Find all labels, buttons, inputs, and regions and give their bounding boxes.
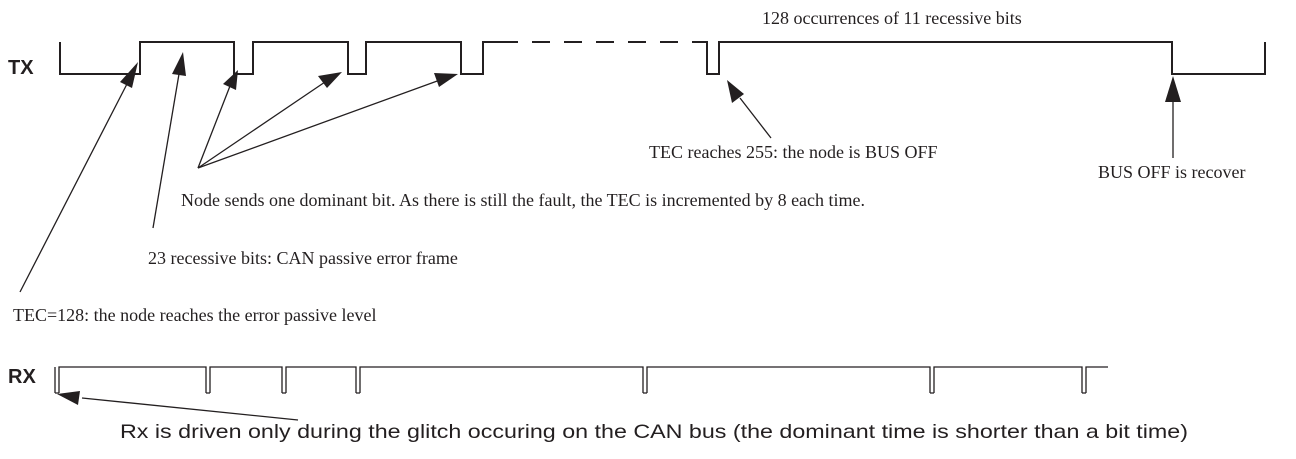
arrow-bus-off-recover [1165,76,1181,158]
annotation-tec-255: TEC reaches 255: the node is BUS OFF [649,142,937,162]
annotation-rx-driven: Rx is driven only during the glitch occu… [120,421,1188,443]
annotation-bus-off-recover: BUS OFF is recover [1098,162,1246,182]
annotation-tec-128: TEC=128: the node reaches the error pass… [13,305,377,325]
arrow-dominant-bit-2 [197,72,342,169]
arrow-dominant-bit-1 [197,70,238,169]
rx-label: RX [8,366,36,388]
rx-waveform [54,366,1108,394]
arrow-rx-driven [57,391,299,421]
tx-waveform [59,41,500,75]
arrow-recessive-23 [152,52,186,229]
arrow-tec-255 [727,80,772,139]
arrow-tec-128 [19,62,138,293]
arrow-dominant-bit-3 [197,73,458,169]
tx-label: TX [8,57,34,79]
annotation-recessive-128: 128 occurrences of 11 recessive bits [762,8,1022,28]
annotation-dominant-bit: Node sends one dominant bit. As there is… [181,190,865,210]
tx-waveform-continued [700,41,1266,75]
annotation-recessive-23: 23 recessive bits: CAN passive error fra… [148,248,458,268]
